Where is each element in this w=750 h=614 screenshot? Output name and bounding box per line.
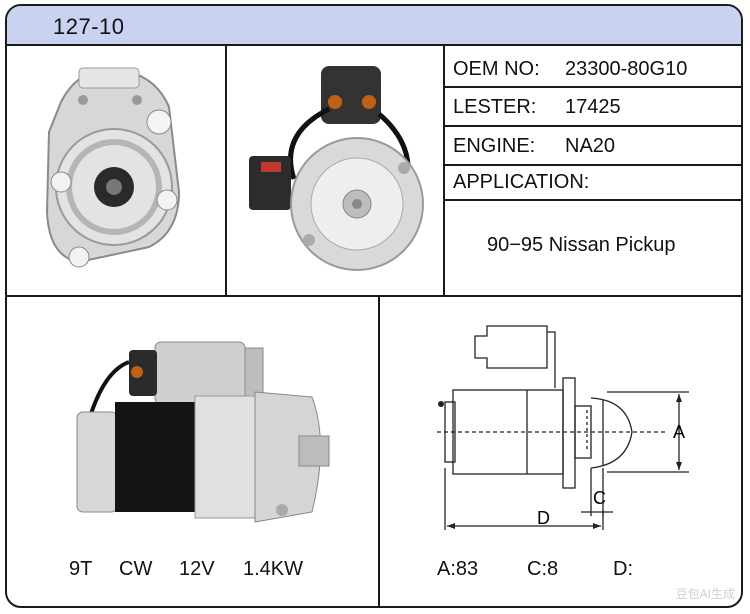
power-rating: 1.4KW xyxy=(243,558,304,580)
dimension-d-label: D xyxy=(537,508,550,528)
teeth-count: 9T xyxy=(69,558,93,580)
rotation: CW xyxy=(119,558,153,580)
engine-value: NA20 xyxy=(565,135,616,157)
dimension-a-value: A:83 xyxy=(437,558,479,580)
dimension-drawing: A C D xyxy=(437,325,689,530)
application-value: 90−95 Nissan Pickup xyxy=(487,234,676,256)
oem-value: 23300-80G10 xyxy=(565,58,688,80)
application-label: APPLICATION: xyxy=(453,171,590,193)
divider xyxy=(443,199,741,201)
voltage: 12V xyxy=(179,558,215,580)
oem-label: OEM NO: xyxy=(453,58,540,80)
divider xyxy=(443,86,741,88)
starter-rear-photo xyxy=(249,66,424,271)
divider xyxy=(443,164,741,166)
product-spec-card: 127-10 OEM NO: 23300-80G10 LESTER: 17425… xyxy=(5,4,743,608)
card-header: 127-10 xyxy=(7,6,741,46)
starter-side-photo xyxy=(76,341,330,523)
divider xyxy=(443,125,741,127)
divider xyxy=(378,295,380,606)
starter-front-photo xyxy=(45,67,181,268)
lester-label: LESTER: xyxy=(453,96,537,118)
watermark-text: 豆包AI生成 xyxy=(675,587,735,601)
dimension-d-value: D: xyxy=(613,558,633,580)
divider xyxy=(443,46,445,296)
part-number-title: 127-10 xyxy=(53,14,125,39)
lester-value: 17425 xyxy=(565,96,621,118)
dimension-c-value: C:8 xyxy=(527,558,559,580)
dimension-a-label: A xyxy=(673,422,685,442)
engine-label: ENGINE: xyxy=(453,135,536,157)
divider xyxy=(7,295,741,297)
divider xyxy=(225,46,227,296)
dimension-c-label: C xyxy=(593,488,606,508)
